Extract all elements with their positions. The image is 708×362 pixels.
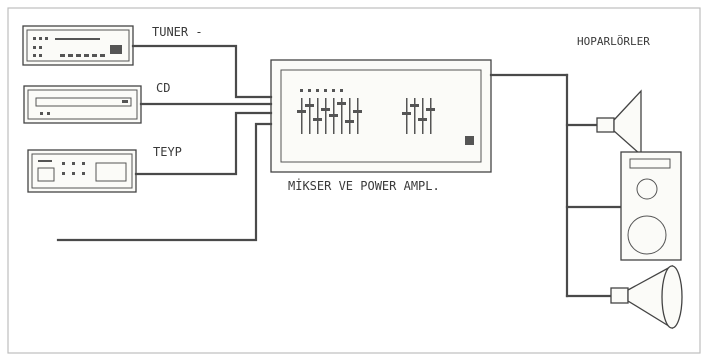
mixer-amplifier-device xyxy=(271,60,491,172)
speakers-label: HOPARLÖRLER xyxy=(577,35,650,48)
output-wires xyxy=(491,75,621,296)
cd-player-device xyxy=(24,86,141,123)
teyp-label: TEYP xyxy=(153,145,182,159)
speaker-cabinet-icon xyxy=(621,152,681,260)
mixer-label: MİKSER VE POWER AMPL. xyxy=(288,178,440,193)
cone-speaker-icon xyxy=(611,266,682,328)
tuner-label: TUNER - xyxy=(152,25,203,39)
input-wires xyxy=(58,46,271,240)
cd-label: CD xyxy=(156,81,170,95)
tape-deck-device xyxy=(28,150,136,192)
horn-speaker-icon xyxy=(597,91,641,155)
tuner-device xyxy=(23,26,133,65)
